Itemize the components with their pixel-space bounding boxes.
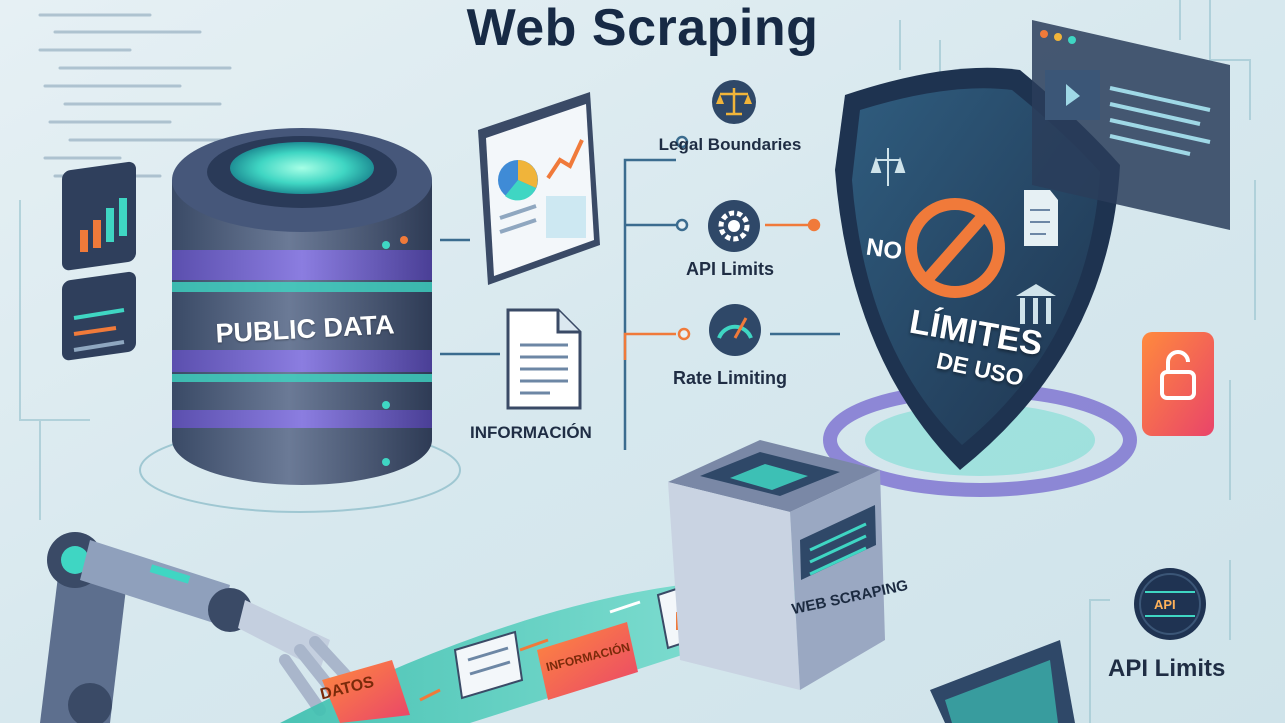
informacion-card [537, 622, 638, 700]
shield-no-label: NO [864, 233, 904, 266]
browser-window [1032, 20, 1230, 230]
legal-boundaries-label: Legal Boundaries [658, 135, 802, 154]
text-card-left [62, 271, 136, 361]
api-limits-label: API Limits [685, 259, 774, 279]
rate-limiting-label: Rate Limiting [672, 368, 787, 388]
lock-badge-icon [1142, 332, 1214, 436]
document-label: INFORMACIÓN [470, 423, 592, 442]
api-limits-bottom-label: API Limits [1108, 655, 1226, 682]
api-badge-icon [1134, 568, 1206, 640]
scraping-box [668, 440, 885, 690]
page-title: Web Scraping [466, 0, 819, 57]
scales-icon [712, 80, 756, 124]
document-icon [506, 308, 582, 410]
chart-card-left [62, 161, 136, 271]
connector-lines [440, 135, 840, 450]
paper-card [453, 630, 524, 700]
monitor-fragment [930, 640, 1075, 723]
gear-icon [708, 200, 760, 252]
dashboard-card [478, 92, 600, 285]
datos-card [322, 660, 410, 723]
api-badge-text: API [1154, 597, 1176, 612]
circuit-lines-decoration [19, 0, 1256, 723]
gauge-icon [709, 304, 761, 356]
database-cylinder [139, 128, 461, 513]
